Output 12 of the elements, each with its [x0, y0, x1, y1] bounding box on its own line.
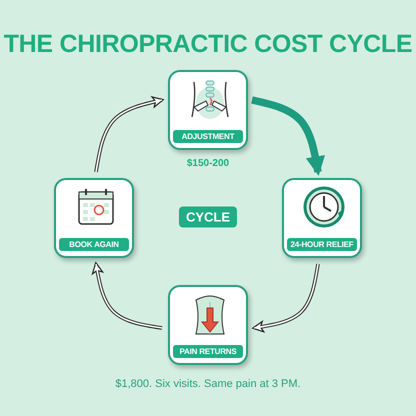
step-label: 24-HOUR RELIEF — [287, 238, 357, 251]
step-label: ADJUSTMENT — [173, 130, 243, 143]
step-card — [168, 285, 248, 365]
cycle-label: CYCLE — [178, 206, 238, 228]
step-label: BOOK AGAIN — [59, 238, 129, 251]
step-card — [168, 70, 248, 150]
step-card — [54, 178, 134, 258]
step-card — [282, 178, 362, 258]
title: THE CHIROPRACTIC COST CYCLE — [2, 30, 414, 59]
caption: $1,800. Six visits. Same pain at 3 PM. — [114, 378, 302, 390]
price-label: $150-200 — [186, 158, 230, 169]
step-label: PAIN RETURNS — [173, 345, 243, 358]
